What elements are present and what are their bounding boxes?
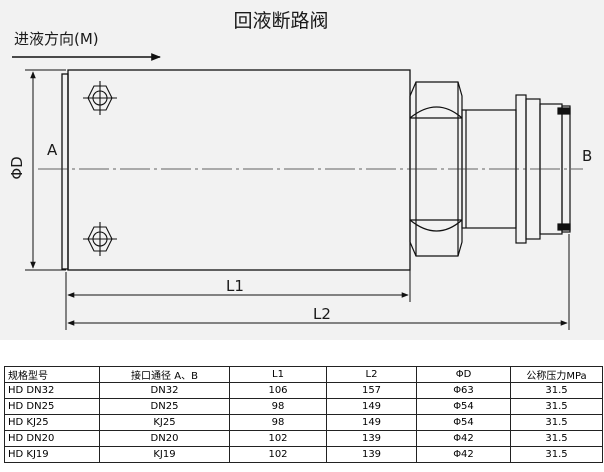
cell-model: HD DN20 bbox=[4, 430, 100, 447]
cell-pressure: 31.5 bbox=[510, 446, 603, 463]
table-row: HD DN32 DN32 106 157 Φ63 31.5 bbox=[4, 382, 603, 399]
table-row: HD KJ19 KJ19 102 139 Φ42 31.5 bbox=[4, 446, 603, 463]
header-diameter: ΦD bbox=[416, 366, 511, 383]
flow-direction-label: 进液方向(M) bbox=[14, 30, 99, 48]
cell-model: HD DN32 bbox=[4, 382, 100, 399]
cell-port-size: DN32 bbox=[99, 382, 230, 399]
header-l1: L1 bbox=[229, 366, 327, 383]
length-2-label: L2 bbox=[313, 305, 331, 323]
cell-diameter: Φ63 bbox=[416, 382, 511, 399]
cell-diameter: Φ42 bbox=[416, 430, 511, 447]
cell-model: HD DN25 bbox=[4, 398, 100, 415]
cell-l1: 102 bbox=[229, 446, 327, 463]
valve-body bbox=[61, 69, 411, 271]
cell-pressure: 31.5 bbox=[510, 414, 603, 431]
length-2-dimension bbox=[67, 234, 570, 330]
spec-table: 规格型号 接口通径 A、B L1 L2 ΦD 公称压力MPa HD DN32 D… bbox=[4, 366, 603, 463]
cell-diameter: Φ54 bbox=[416, 398, 511, 415]
length-1-label: L1 bbox=[226, 277, 244, 295]
cell-l2: 157 bbox=[326, 382, 417, 399]
table-row: HD DN25 DN25 98 149 Φ54 31.5 bbox=[4, 398, 603, 415]
length-1-dimension bbox=[65, 258, 411, 330]
cell-model: HD KJ25 bbox=[4, 414, 100, 431]
cell-l2: 139 bbox=[326, 446, 417, 463]
cell-l1: 98 bbox=[229, 414, 327, 431]
header-model: 规格型号 bbox=[4, 366, 100, 383]
table-header-row: 规格型号 接口通径 A、B L1 L2 ΦD 公称压力MPa bbox=[4, 366, 603, 383]
table-row: HD KJ25 KJ25 98 149 Φ54 31.5 bbox=[4, 414, 603, 431]
header-port-size: 接口通径 A、B bbox=[99, 366, 230, 383]
cell-diameter: Φ54 bbox=[416, 414, 511, 431]
cell-pressure: 31.5 bbox=[510, 430, 603, 447]
header-l2: L2 bbox=[326, 366, 417, 383]
cell-l1: 106 bbox=[229, 382, 327, 399]
cell-model: HD KJ19 bbox=[4, 446, 100, 463]
cell-port-size: DN20 bbox=[99, 430, 230, 447]
drawing-area: 回液断路阀 进液方向(M) bbox=[0, 0, 604, 340]
diameter-label: ΦD bbox=[8, 156, 26, 179]
valve-drawing: 回液断路阀 进液方向(M) bbox=[8, 10, 592, 330]
cell-l1: 102 bbox=[229, 430, 327, 447]
port-a-label: A bbox=[47, 141, 58, 159]
mounting-hole-upper bbox=[83, 81, 117, 115]
cell-pressure: 31.5 bbox=[510, 382, 603, 399]
mounting-hole-lower bbox=[83, 222, 117, 256]
cell-l2: 139 bbox=[326, 430, 417, 447]
cell-l2: 149 bbox=[326, 414, 417, 431]
cell-port-size: KJ19 bbox=[99, 446, 230, 463]
diameter-dimension bbox=[25, 69, 66, 271]
cell-pressure: 31.5 bbox=[510, 398, 603, 415]
cell-port-size: KJ25 bbox=[99, 414, 230, 431]
cell-l2: 149 bbox=[326, 398, 417, 415]
cell-l1: 98 bbox=[229, 398, 327, 415]
table-row: HD DN20 DN20 102 139 Φ42 31.5 bbox=[4, 430, 603, 447]
port-b-label: B bbox=[582, 147, 592, 165]
diagram-title: 回液断路阀 bbox=[233, 10, 328, 32]
cell-port-size: DN25 bbox=[99, 398, 230, 415]
header-pressure: 公称压力MPa bbox=[510, 366, 603, 383]
cell-diameter: Φ42 bbox=[416, 446, 511, 463]
